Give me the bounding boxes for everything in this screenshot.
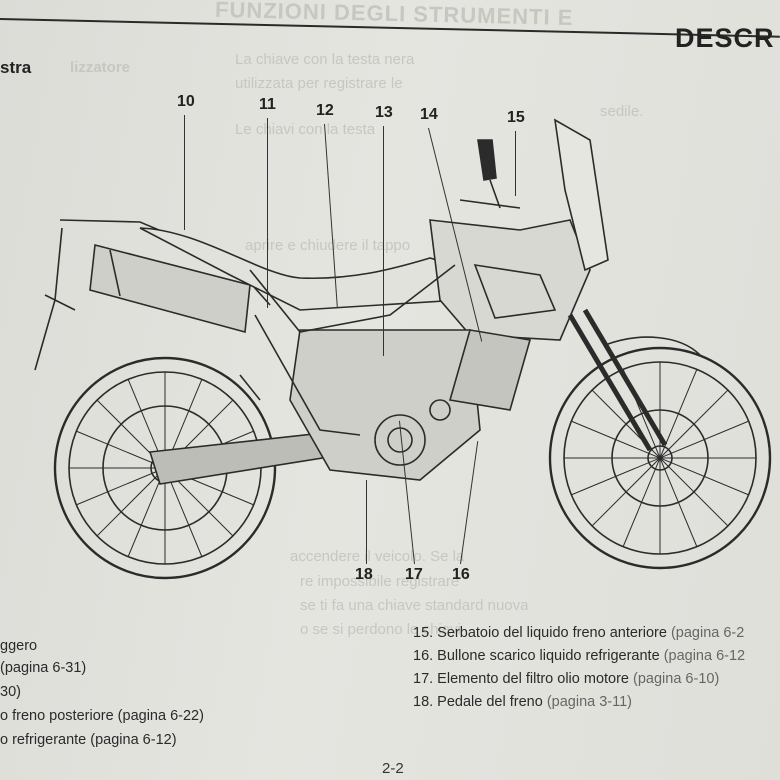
legend-text: 16. Bullone scarico liquido refrigerante: [413, 648, 660, 664]
bleed-through-line: o se si perdono le chiavi: [300, 621, 461, 638]
leader-line-15: [515, 131, 516, 196]
legend-text: 15. Serbatoio del liquido freno anterior…: [413, 625, 667, 641]
legend-page-ref: (pagina 6-12: [663, 648, 746, 664]
legend-left-item: o refrigerante (pagina 6-12): [0, 732, 177, 748]
bleed-through-line: utilizzata per registrare le: [235, 75, 403, 92]
callout-18: 18: [355, 566, 373, 583]
bleed-through-line: Le chiavi con la testa: [235, 121, 376, 138]
legend-text: 18. Pedale del freno: [413, 694, 543, 710]
bleed-through-line: se ti fa una chiave standard nuova: [300, 597, 529, 614]
callout-12: 12: [316, 102, 334, 119]
leader-line-10: [184, 115, 185, 230]
bleed-through-label: lizzatore: [70, 59, 131, 76]
legend-left-item: o freno posteriore (pagina 6-22): [0, 708, 204, 724]
bleed-through-line: sedile.: [600, 103, 644, 120]
legend-item-18: 18. Pedale del freno (pagina 3-11): [413, 694, 632, 710]
callout-10: 10: [177, 93, 195, 110]
legend-left-item: ggero: [0, 638, 38, 654]
legend-item-15: 15. Serbatoio del liquido freno anterior…: [413, 625, 744, 641]
page-header-title: DESCR: [675, 23, 775, 53]
page-number: 2-2: [382, 760, 404, 777]
bleed-through-line: aprire e chiudere il tappo: [245, 237, 411, 254]
legend-page-ref: (pagina 6-10): [633, 671, 720, 687]
leader-line-11: [267, 118, 268, 308]
legend-page-ref: (pagina 6-2: [670, 625, 745, 641]
section-label: stra: [0, 58, 32, 77]
legend-item-17: 17. Elemento del filtro olio motore (pag…: [413, 671, 719, 687]
bleed-through-line: accendere il veicolo. Se la: [290, 548, 465, 565]
legend-text: 17. Elemento del filtro olio motore: [413, 671, 629, 687]
leader-line-18: [366, 480, 367, 564]
callout-16: 16: [452, 566, 470, 583]
callout-14: 14: [420, 106, 438, 123]
motorcycle-illustration: [34, 118, 772, 580]
callout-11: 11: [259, 96, 276, 113]
legend-item-16: 16. Bullone scarico liquido refrigerante…: [413, 648, 745, 664]
callout-13: 13: [375, 104, 393, 121]
bleed-through-line: La chiave con la testa nera: [235, 51, 415, 68]
legend-left-item: 30): [0, 684, 21, 700]
leader-line-13: [383, 126, 384, 356]
legend-page-ref: (pagina 3-11): [546, 694, 633, 710]
legend-left-item: (pagina 6-31): [0, 660, 87, 676]
bleed-through-line: re impossibile registrare: [300, 573, 460, 590]
callout-15: 15: [507, 109, 525, 126]
callout-17: 17: [405, 566, 423, 583]
